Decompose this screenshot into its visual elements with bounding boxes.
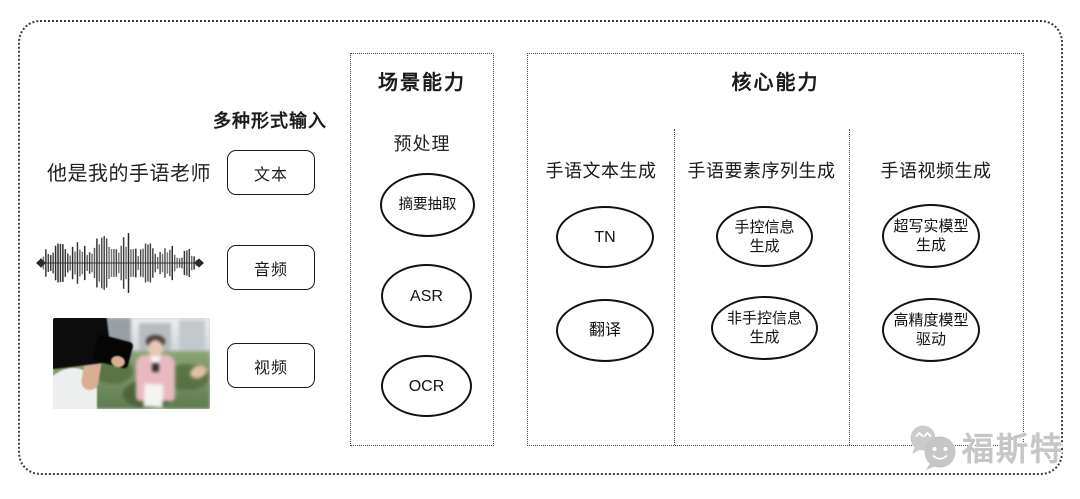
node-non-manual-info-generation: 非手控信息 生成: [711, 296, 818, 360]
core-capability-box: 核心能力 手语文本生成 手语要素序列生成 手语视频生成 TN 翻译 手控信息 生…: [527, 53, 1024, 446]
column-divider-1: [674, 129, 675, 445]
scene-box-title: 场景能力: [378, 72, 466, 94]
node-manual-info-generation: 手控信息 生成: [716, 206, 813, 267]
core-box-title: 核心能力: [731, 72, 820, 94]
node-tn: TN: [556, 206, 654, 268]
column-header-element-sequence-generation: 手语要素序列生成: [687, 161, 836, 181]
node-hyperrealistic-model-generation: 超写实模型 生成: [882, 204, 980, 268]
scene-capability-box: 场景能力 预处理 摘要抽取 ASR OCR: [350, 53, 494, 446]
reporter-photo: [53, 318, 210, 409]
node-summary-extraction: 摘要抽取: [380, 173, 475, 237]
outer-dotted-border: [18, 20, 1063, 475]
audio-waveform-icon: [36, 233, 204, 293]
node-ocr: OCR: [381, 355, 472, 417]
camera-silhouette: [53, 318, 210, 409]
node-asr: ASR: [381, 264, 472, 328]
preprocess-label: 预处理: [393, 134, 451, 154]
node-high-precision-model-driving: 高精度模型 驱动: [882, 298, 980, 362]
column-header-text-generation: 手语文本生成: [545, 161, 657, 181]
chat-bubbles-logo-icon: [910, 425, 956, 470]
watermark: 福斯特: [902, 423, 1064, 471]
sample-sentence: 他是我的手语老师: [47, 163, 211, 185]
column-divider-2: [849, 129, 850, 445]
input-type-audio: 音频: [227, 245, 315, 290]
node-translation: 翻译: [556, 299, 654, 362]
input-section-title: 多种形式输入: [213, 111, 327, 131]
input-type-text: 文本: [227, 150, 315, 195]
input-type-video: 视频: [227, 343, 315, 388]
watermark-brand: 福斯特: [962, 431, 1065, 467]
column-header-video-generation: 手语视频生成: [880, 161, 992, 181]
